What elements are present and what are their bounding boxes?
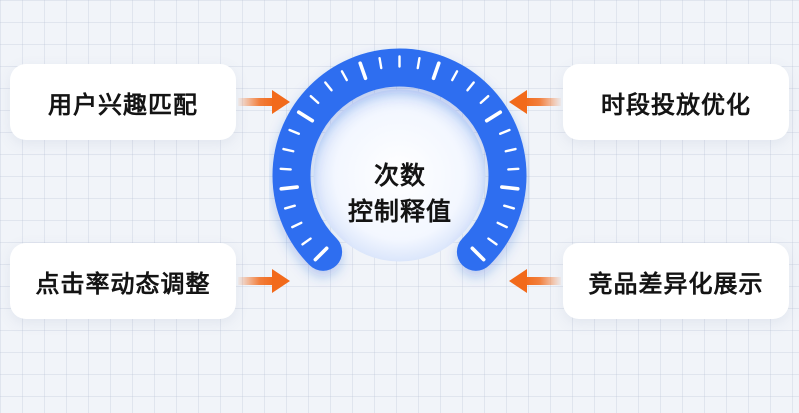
gauge-tick	[324, 81, 333, 92]
gauge-tick	[498, 128, 511, 135]
center-title-line1: 次数	[373, 161, 426, 190]
center-title-line2: 控制释值	[347, 197, 452, 226]
card-label: 点击率动态调整	[35, 269, 211, 298]
card-label: 用户兴趣匹配	[48, 90, 198, 119]
gauge-tick-major	[279, 185, 299, 191]
card-competitor-differentiation: 竞品差异化展示	[563, 243, 789, 319]
gauge-tick-major	[313, 246, 329, 262]
gauge-tick	[479, 95, 490, 105]
arrow-left-icon	[509, 90, 561, 114]
gauge-tick	[279, 167, 292, 171]
gauge-tick	[288, 128, 300, 135]
gauge-tick	[340, 70, 348, 82]
arrow-right-icon	[238, 269, 290, 293]
gauge-tick-major	[431, 61, 441, 81]
gauge-tick	[503, 204, 516, 210]
gauge-tick	[416, 56, 421, 70]
gauge-tick-major	[296, 110, 315, 123]
gauge-tick-major	[358, 61, 368, 81]
card-ctr-dynamic-adjust: 点击率动态调整	[10, 243, 236, 319]
card-user-interest-match: 用户兴趣匹配	[10, 64, 236, 140]
gauge-tick-major	[470, 246, 486, 262]
gauge-tick-major	[484, 110, 503, 123]
gauge-tick	[504, 147, 517, 153]
gauge-tick	[309, 95, 320, 105]
gauge-center	[313, 89, 486, 262]
card-label: 竞品差异化展示	[588, 269, 764, 298]
gauge-icon	[272, 48, 527, 271]
gauge-tick	[466, 81, 475, 92]
gauge-tick	[283, 204, 296, 210]
gauge-tick	[378, 56, 383, 70]
gauge-tick	[487, 237, 498, 246]
gauge-ticks	[279, 55, 520, 262]
gauge-tick	[451, 70, 459, 82]
card-label: 时段投放优化	[601, 90, 751, 119]
arrow-left-icon	[509, 269, 561, 293]
card-time-slot-optimization: 时段投放优化	[563, 64, 789, 140]
gauge-tick	[282, 147, 295, 153]
arrow-right-icon	[238, 90, 290, 114]
gauge-tick	[507, 167, 520, 171]
gauge-tick-major	[500, 185, 520, 191]
gauge-tick	[496, 221, 508, 229]
gauge-tick	[301, 237, 312, 246]
gauge-tick	[291, 221, 303, 229]
